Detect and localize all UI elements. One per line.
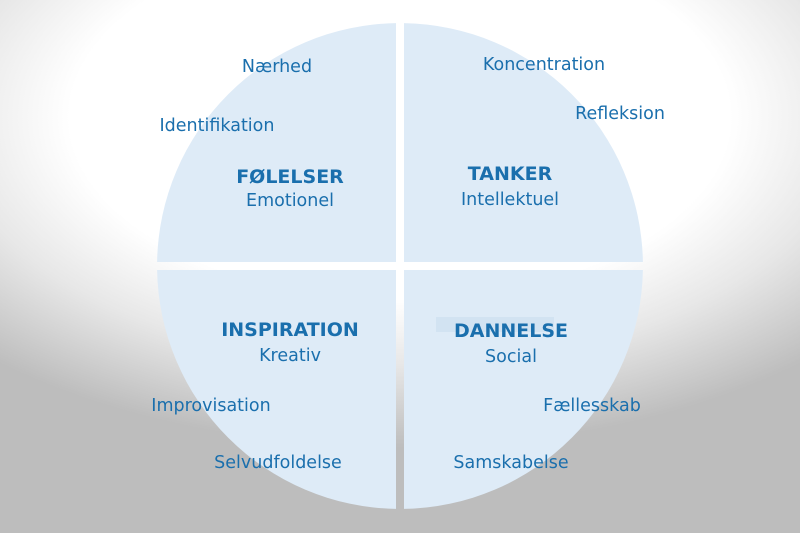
quadrant-subtitle-kreativ: Kreativ	[259, 346, 321, 366]
highlight-artifact	[436, 317, 554, 332]
keyword-selvudfoldelse: Selvudfoldelse	[214, 453, 342, 473]
quadrant-subtitle-intellektuel: Intellektuel	[460, 190, 560, 210]
keyword-koncentration: Koncentration	[482, 55, 606, 75]
quadrant-title-inspiration: INSPIRATION	[221, 319, 359, 341]
quadrant-bottom-left	[157, 270, 396, 509]
quadrant-subtitle-emotionel: Emotionel	[246, 191, 334, 211]
keyword-samskabelse: Samskabelse	[453, 453, 569, 473]
quadrant-top-left	[157, 23, 396, 262]
keyword-refleksion: Refleksion	[575, 104, 665, 124]
quadrant-title-tanker: TANKER	[467, 163, 553, 185]
keyword-improvisation: Improvisation	[151, 396, 271, 416]
keyword-faellesskab: Fællesskab	[543, 396, 641, 416]
quadrant-bottom-right	[404, 270, 643, 509]
circle-quadrants	[157, 23, 643, 509]
keyword-naerhed: Nærhed	[241, 57, 313, 77]
quadrant-title-dannelse: DANNELSE	[453, 320, 569, 342]
quadrant-subtitle-social: Social	[485, 347, 537, 367]
keyword-identifikation: Identifikation	[159, 116, 275, 136]
quadrant-top-right	[404, 23, 643, 262]
quadrant-title-folelser: FØLELSER	[236, 166, 344, 188]
